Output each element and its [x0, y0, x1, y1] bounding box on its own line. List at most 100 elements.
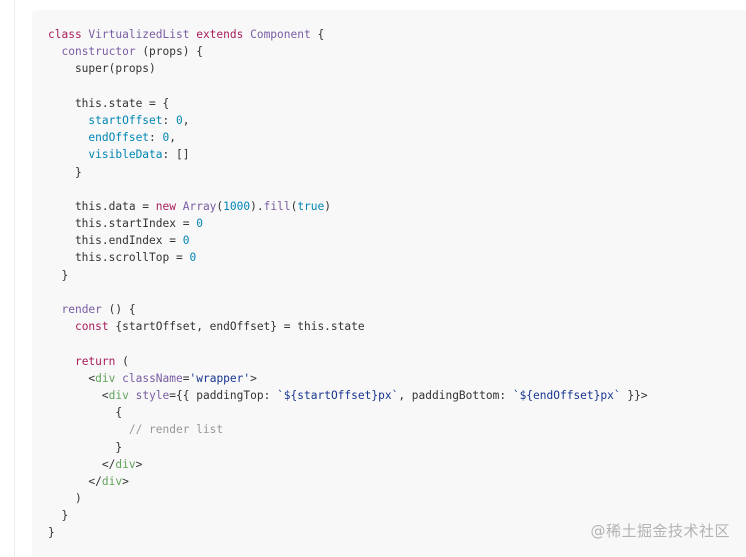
code-line [48, 335, 648, 352]
code-token: (props) { [135, 45, 203, 59]
code-token: : [149, 131, 163, 145]
code-token: super(props) [48, 62, 156, 76]
code-token: }}> [620, 388, 648, 402]
code-token: class [48, 28, 89, 41]
code-line: render () { [48, 301, 648, 318]
code-line: this.scrollTop = 0 [48, 249, 648, 266]
code-token: visibleData [88, 148, 163, 162]
code-token: } [48, 268, 69, 282]
code-token [48, 423, 129, 436]
code-token: 0 [162, 131, 170, 145]
code-token [48, 45, 61, 58]
code-line: endOffset: 0, [48, 129, 648, 146]
code-token: div [95, 371, 116, 385]
code-token: () { [101, 303, 136, 316]
code-token: true [297, 199, 325, 213]
code-line: this.startIndex = 0 [48, 215, 648, 232]
code-token: extends [196, 28, 251, 41]
code-line: { [48, 404, 648, 421]
code-line: } [48, 439, 648, 456]
code-block[interactable]: class VirtualizedList extends Component … [32, 10, 746, 557]
code-token: div [108, 388, 129, 402]
code-lines: class VirtualizedList extends Component … [48, 26, 648, 542]
code-line: } [48, 164, 648, 181]
code-token: VirtualizedList [88, 28, 197, 41]
code-token: : [] [162, 148, 190, 162]
code-token: Component [250, 28, 311, 41]
code-token: </ [48, 457, 116, 471]
code-line: <div className='wrapper'> [48, 370, 648, 387]
code-token: ( [216, 199, 224, 213]
code-line: </div> [48, 456, 648, 473]
code-token: state [108, 96, 143, 110]
code-token: : [162, 113, 176, 127]
code-token: ) [48, 492, 82, 506]
code-token: this.endIndex = [48, 234, 183, 248]
code-token: Array [182, 199, 217, 213]
code-token: render [61, 303, 102, 316]
code-line: class VirtualizedList extends Component … [48, 26, 648, 43]
code-token: return [74, 354, 116, 368]
code-token: 0 [176, 113, 183, 127]
code-line [48, 284, 648, 301]
code-token: ( [115, 354, 129, 368]
code-token: > [122, 474, 129, 488]
code-token: } [48, 440, 123, 454]
code-line: this.state = { [48, 95, 648, 112]
code-token: this.startIndex = [48, 217, 197, 231]
code-token: fill [263, 199, 291, 213]
watermark: @稀土掘金技术社区 [590, 522, 730, 540]
code-token: 'wrapper' [189, 371, 251, 385]
code-token: const [74, 320, 116, 334]
code-token: < [48, 388, 109, 402]
code-token: style [135, 388, 170, 402]
code-token [48, 131, 88, 144]
code-token: , [169, 131, 177, 145]
code-token: < [48, 371, 96, 385]
code-token: 0 [182, 234, 190, 248]
code-token [129, 389, 136, 402]
code-token: `${startOffset}px` [277, 388, 399, 402]
code-token: `${endOffset}px` [512, 388, 621, 402]
code-token: div [101, 474, 123, 488]
code-token: , [182, 113, 190, 127]
code-token: 0 [189, 251, 197, 265]
code-token: { [310, 28, 325, 41]
code-token [48, 148, 88, 161]
code-token: { [48, 406, 123, 420]
left-divider [14, 0, 15, 557]
code-token: > [250, 371, 257, 385]
code-token: startOffset [88, 113, 163, 127]
code-token: className [122, 371, 183, 385]
code-token: constructor [61, 45, 136, 59]
code-line: } [48, 507, 648, 524]
code-token: } [48, 165, 82, 179]
code-token: } [48, 526, 55, 540]
code-token: , paddingBottom: [398, 388, 513, 402]
code-token: new [155, 199, 183, 213]
code-token: > [135, 457, 143, 471]
code-line: </div> [48, 473, 648, 490]
code-line: this.endIndex = 0 [48, 232, 648, 249]
code-line: } [48, 267, 648, 284]
code-token: 0 [196, 217, 203, 231]
code-line: } [48, 524, 648, 541]
code-line: return ( [48, 353, 648, 370]
code-token: } [48, 509, 69, 523]
code-token: div [115, 457, 136, 471]
code-line [48, 78, 648, 95]
code-line: <div style={{ paddingTop: `${startOffset… [48, 387, 648, 404]
code-line: // render list [48, 421, 648, 438]
code-token: this.data = [48, 199, 156, 213]
code-token [48, 320, 75, 333]
code-line: visibleData: [] [48, 146, 648, 163]
code-line: startOffset: 0, [48, 112, 648, 129]
code-token [48, 303, 61, 316]
code-line: const {startOffset, endOffset} = this.st… [48, 318, 648, 335]
code-token: ( [290, 199, 298, 213]
code-token: this. [48, 96, 109, 110]
code-line: super(props) [48, 60, 648, 77]
code-token: ={{ paddingTop: [169, 388, 278, 402]
code-token: = { [142, 96, 170, 110]
